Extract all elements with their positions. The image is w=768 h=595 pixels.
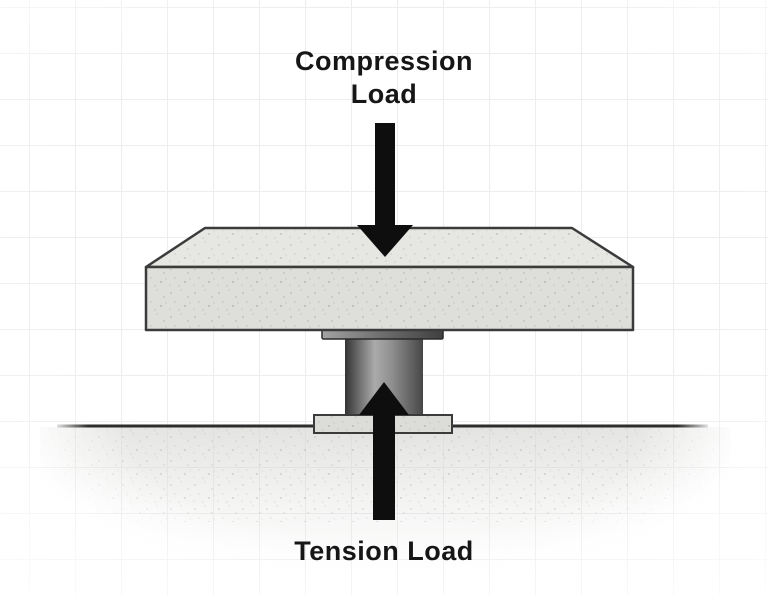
arrow-up-icon	[359, 382, 409, 520]
compression-load-line1: Compression	[294, 46, 474, 76]
arrow-down-icon	[357, 123, 413, 257]
compression-load-line2: Load	[350, 79, 418, 109]
tension-load-label: Tension Load	[294, 536, 474, 566]
slab-front-face	[144, 265, 635, 332]
compression-load-label: Compression Load	[0, 45, 768, 111]
